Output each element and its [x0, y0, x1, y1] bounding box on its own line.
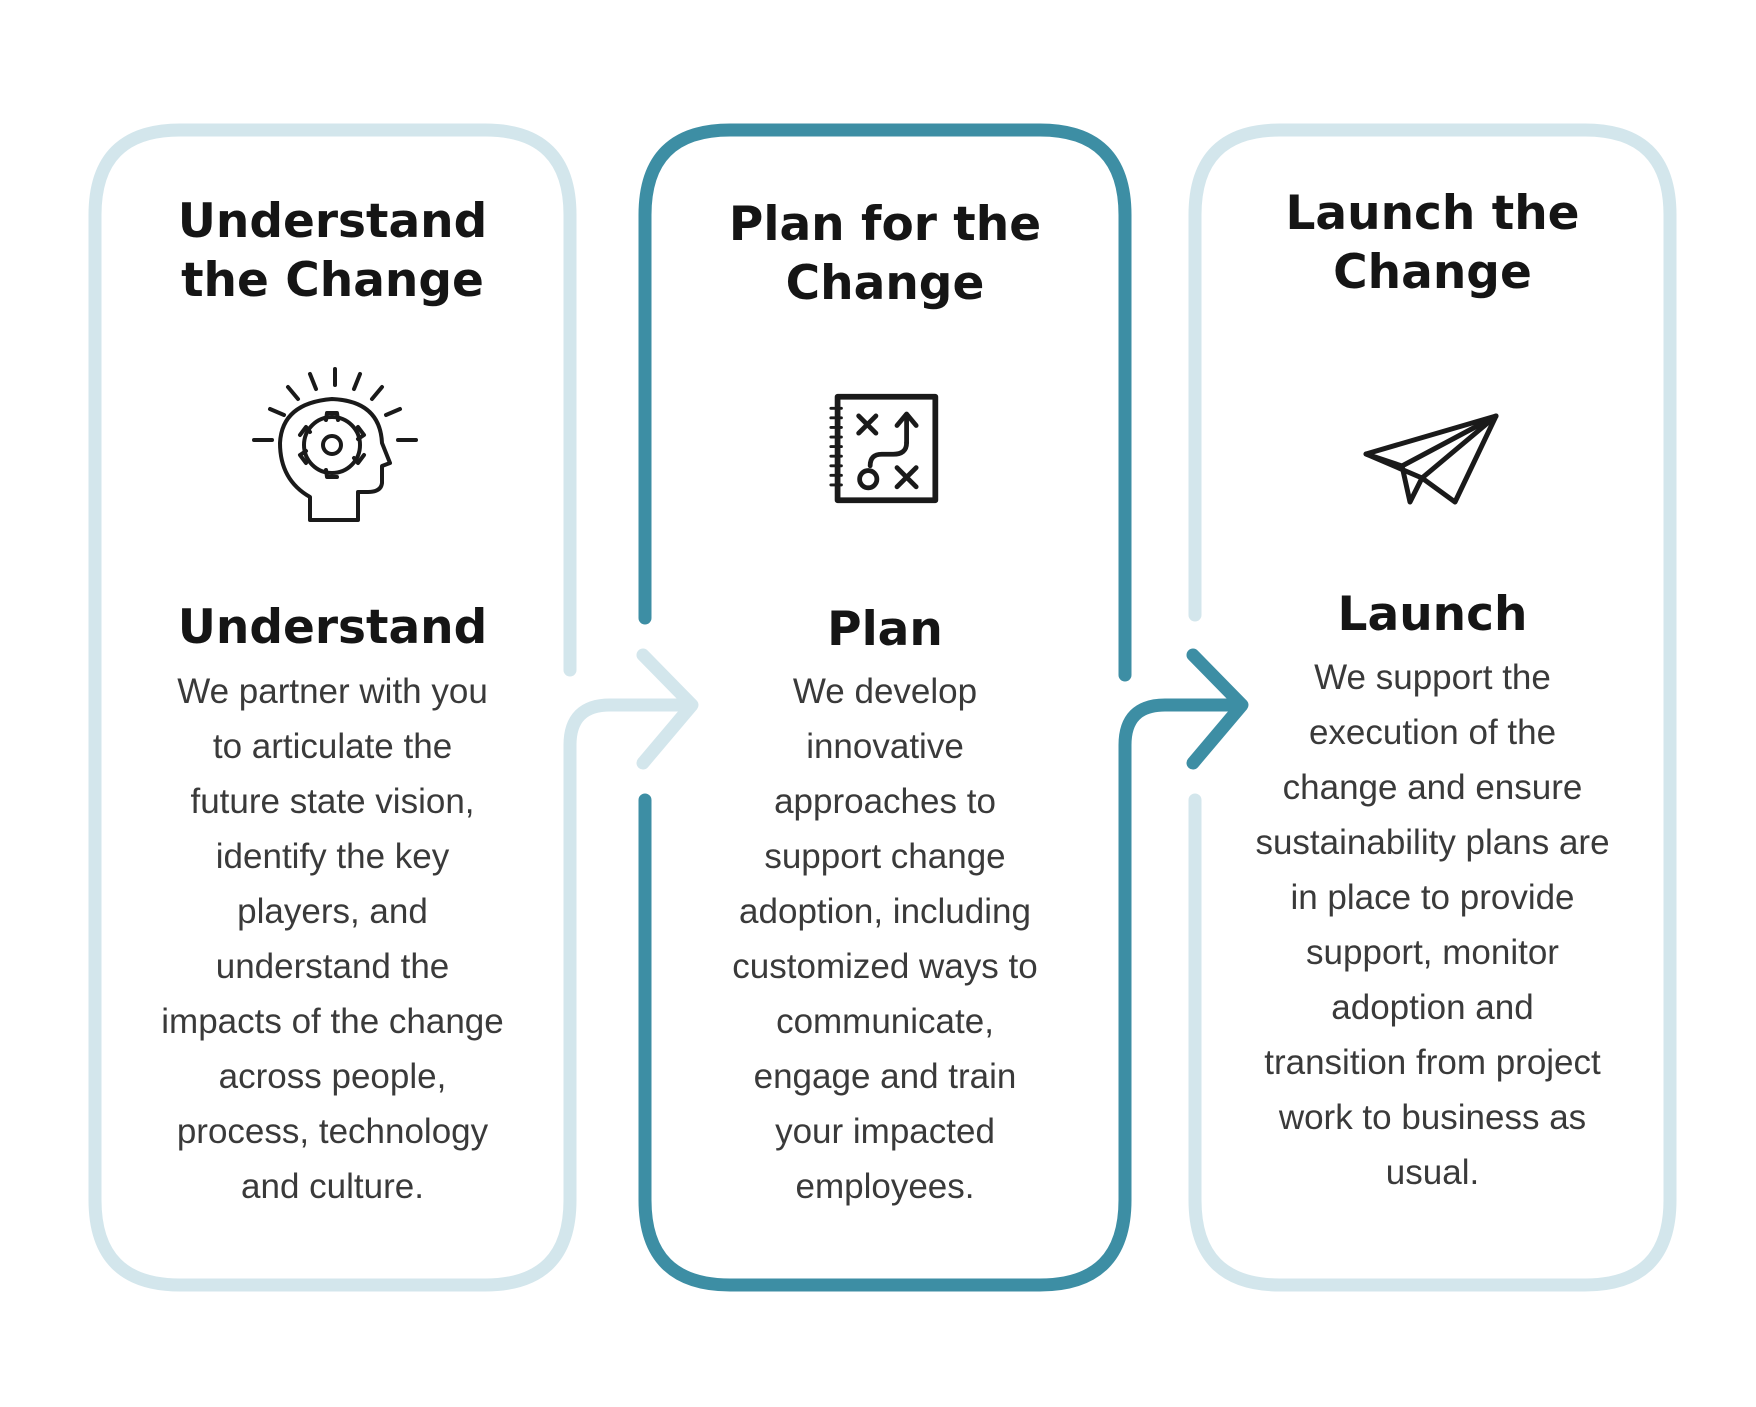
- column-title: Launch the Change: [1285, 186, 1580, 300]
- column-heading: Understand: [177, 600, 488, 655]
- body-line: We develop: [792, 672, 978, 711]
- body-line: transition from project: [1264, 1043, 1601, 1082]
- body-line: communicate,: [776, 1002, 994, 1041]
- body-line: We support the: [1314, 658, 1551, 697]
- body-line: execution of the: [1308, 713, 1557, 752]
- body-line: players, and: [237, 892, 428, 931]
- body-line: future state vision,: [190, 782, 475, 821]
- body-line: identify the key: [215, 837, 450, 876]
- body-line: process, technology: [176, 1112, 489, 1151]
- body-line: usual.: [1385, 1153, 1480, 1192]
- body-line: in place to provide: [1290, 878, 1575, 917]
- column-title: Understand the Change: [177, 194, 488, 308]
- body-line: change and ensure: [1282, 768, 1583, 807]
- body-line: We partner with you: [177, 672, 488, 711]
- frame-plan-bottom: [638, 648, 1249, 1292]
- column-body: We partner with you to articulate the fu…: [110, 664, 555, 1214]
- frame-launch: [1188, 123, 1677, 1292]
- body-line: your impacted: [775, 1112, 995, 1151]
- body-line: understand the: [215, 947, 450, 986]
- body-line: engage and train: [753, 1057, 1017, 1096]
- body-line: to articulate the: [212, 727, 453, 766]
- body-line: and culture.: [241, 1167, 424, 1206]
- body-line: across people,: [218, 1057, 447, 1096]
- body-line: impacts of the change: [161, 1002, 504, 1041]
- body-line: support, monitor: [1306, 933, 1559, 972]
- body-line: approaches to: [774, 782, 996, 821]
- strategy-board-icon: [829, 393, 939, 504]
- body-line: sustainability plans are: [1255, 823, 1610, 862]
- body-line: adoption, including: [739, 892, 1031, 931]
- body-line: support change: [764, 837, 1006, 876]
- head-gear-icon: [252, 367, 418, 522]
- column-plan: Plan for the Change: [660, 0, 1110, 1407]
- column-heading: Launch: [1337, 587, 1528, 642]
- column-body: We support the execution of the change a…: [1210, 650, 1655, 1200]
- frame-understand: [88, 123, 577, 1292]
- arrow-understand-to-plan: [563, 648, 699, 812]
- body-line: customized ways to: [732, 947, 1038, 986]
- frame-plan: [638, 123, 1132, 682]
- paper-plane-icon: [1363, 413, 1499, 505]
- body-line: innovative: [806, 727, 964, 766]
- column-launch: Launch the Change Launch We support the …: [1210, 0, 1655, 1407]
- body-line: adoption and: [1331, 988, 1534, 1027]
- column-understand: Understand the Change Understand We part…: [110, 0, 555, 1407]
- column-heading: Plan: [827, 602, 943, 657]
- body-line: work to business as: [1278, 1098, 1587, 1137]
- body-line: employees.: [795, 1167, 975, 1206]
- column-body: We develop innovative approaches to supp…: [660, 664, 1110, 1214]
- column-title: Plan for the Change: [728, 197, 1042, 311]
